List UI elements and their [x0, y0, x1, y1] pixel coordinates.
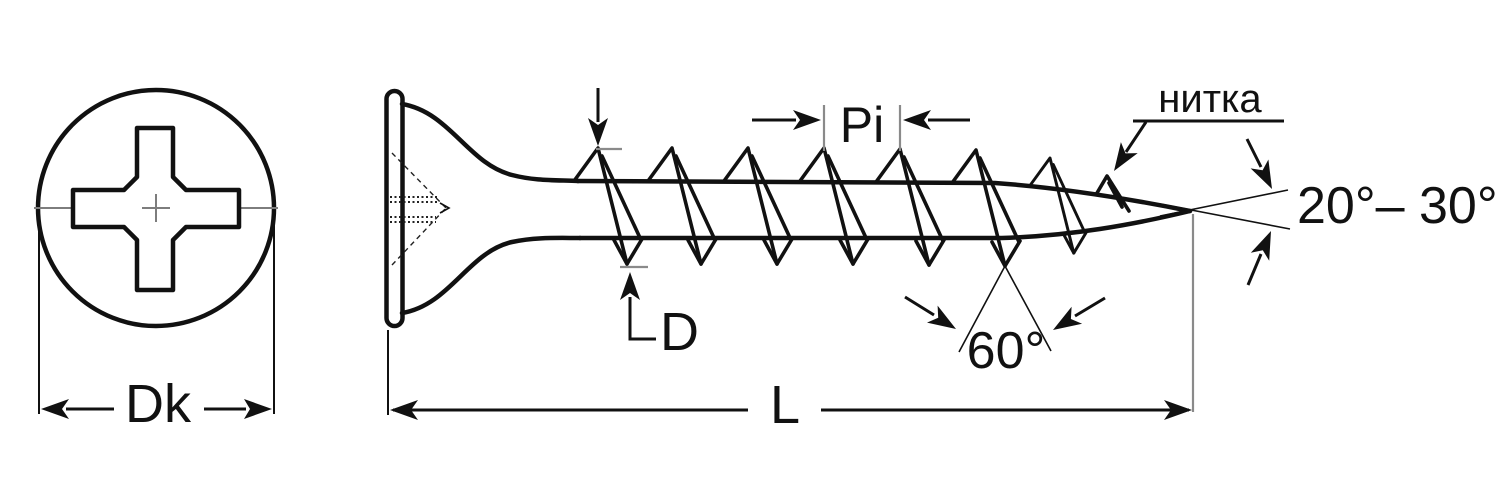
pitch-label: Pi [840, 97, 884, 153]
phillips-recess [70, 125, 242, 293]
arrowhead-down [588, 118, 608, 146]
dimension-length: L [387, 214, 1195, 435]
arrowhead-down-left [1114, 142, 1138, 171]
center-mark [142, 194, 170, 222]
last-thread [1095, 174, 1131, 213]
screw-side-view [384, 88, 1193, 329]
arrowhead-left [41, 399, 69, 419]
arrowhead-up-right [1250, 231, 1271, 261]
length-label: L [770, 375, 800, 435]
arrowhead-up [620, 272, 640, 300]
arrowhead-right [244, 399, 272, 419]
dimension-tip-angle: 20°– 30° [1159, 138, 1498, 286]
shank-diameter-label: D [660, 302, 699, 362]
head-diameter-label: Dk [125, 374, 192, 434]
head-bottom-curve [399, 235, 583, 316]
arrowhead-down-right [1250, 159, 1272, 189]
dimension-dk: Dk [38, 210, 275, 434]
shank-top-line [575, 178, 1193, 214]
recess-hidden-lines [390, 152, 451, 266]
arrowhead-down-left [1053, 306, 1083, 330]
arrowhead-left [390, 400, 418, 420]
dimension-pitch: Pi [752, 97, 970, 153]
thread-callout-label: нитка [1158, 77, 1262, 121]
shank-bottom-line [577, 208, 1193, 241]
dimension-d: D [588, 88, 699, 362]
tip-angle-label: 20°– 30° [1297, 177, 1498, 235]
arrowhead-right [1164, 400, 1192, 420]
arrowhead-down-right [927, 305, 956, 329]
head-cap [384, 88, 405, 329]
arrowhead-left [903, 110, 931, 130]
head-top-view: Dk [34, 87, 278, 434]
arrowhead-right [793, 110, 821, 130]
thread-angle-label: 60° [967, 322, 1046, 380]
head-top-curve [399, 101, 581, 184]
thread-callout: нитка [1114, 77, 1284, 171]
thread-blades [572, 146, 1131, 268]
dimension-thread-angle: 60° [904, 265, 1106, 380]
